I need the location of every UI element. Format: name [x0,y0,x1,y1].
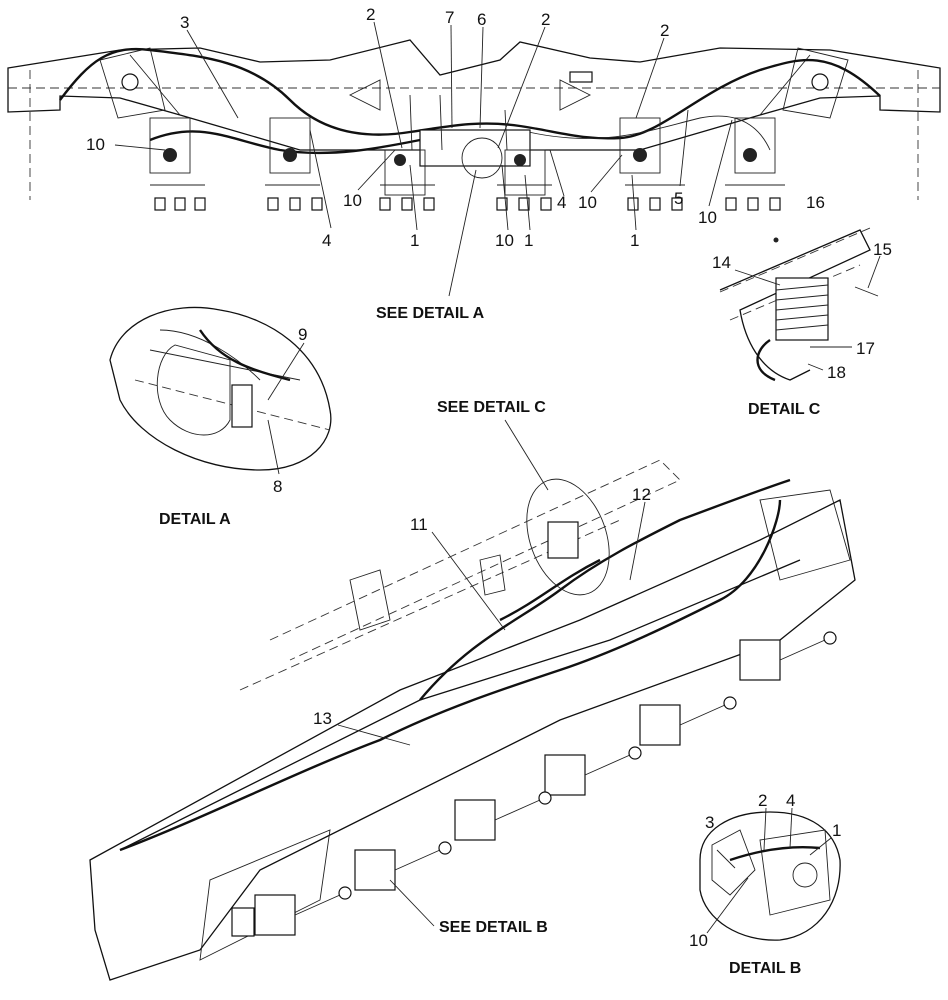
callout-top-4b: 4 [557,193,566,212]
detail-captions: SEE DETAIL A SEE DETAIL C SEE DETAIL B D… [159,305,821,977]
callout-labels: 3 2 7 6 2 2 10 10 10 10 10 10 4 1 1 4 1 … [86,5,892,950]
detail-c-view [719,227,881,382]
callout-bottom-13: 13 [313,709,332,728]
callout-top-7: 7 [445,8,454,27]
callout-b-2: 2 [758,791,767,810]
caption-see-detail-b: SEE DETAIL B [439,919,548,936]
callout-top-10b: 10 [343,191,362,210]
callout-b-10: 10 [689,931,708,950]
callout-c-15: 15 [873,240,892,259]
callout-top-2c: 2 [660,21,669,40]
callout-top-1b: 1 [524,231,533,250]
top-leader-lines [114,21,733,297]
callout-top-3: 3 [180,13,189,32]
callout-top-1c: 1 [630,231,639,250]
callout-c-16: 16 [806,193,825,212]
callout-b-1: 1 [832,821,841,840]
callout-top-2b: 2 [541,10,550,29]
detail-b-view [699,807,841,941]
callout-top-10a: 10 [86,135,105,154]
callout-top-10e: 10 [495,231,514,250]
caption-detail-c: DETAIL C [748,401,821,418]
callout-c-14: 14 [712,253,731,272]
callout-top-10d: 10 [698,208,717,227]
caption-detail-a: DETAIL A [159,511,231,528]
callout-b-3: 3 [705,813,714,832]
callout-bottom-12: 12 [632,485,651,504]
top-toolbar-assembly [7,21,941,297]
detail-a-view [109,306,332,475]
callout-top-10c: 10 [578,193,597,212]
callout-c-18: 18 [827,363,846,382]
callout-top-4a: 4 [322,231,331,250]
callout-top-1a: 1 [410,231,419,250]
callout-b-4: 4 [786,791,795,810]
caption-see-detail-a: SEE DETAIL A [376,305,485,322]
callout-top-6: 6 [477,10,486,29]
row-units-bottom [254,631,837,936]
caption-detail-b: DETAIL B [729,960,801,977]
callout-a-8: 8 [273,477,282,496]
callout-bottom-11: 11 [410,515,428,534]
callout-top-5: 5 [674,189,683,208]
bottom-isometric-assembly [89,419,856,981]
callout-top-2a: 2 [366,5,375,24]
callout-c-17: 17 [856,339,875,358]
callout-a-9: 9 [298,325,307,344]
caption-see-detail-c: SEE DETAIL C [437,399,546,416]
row-units-top [149,117,785,211]
